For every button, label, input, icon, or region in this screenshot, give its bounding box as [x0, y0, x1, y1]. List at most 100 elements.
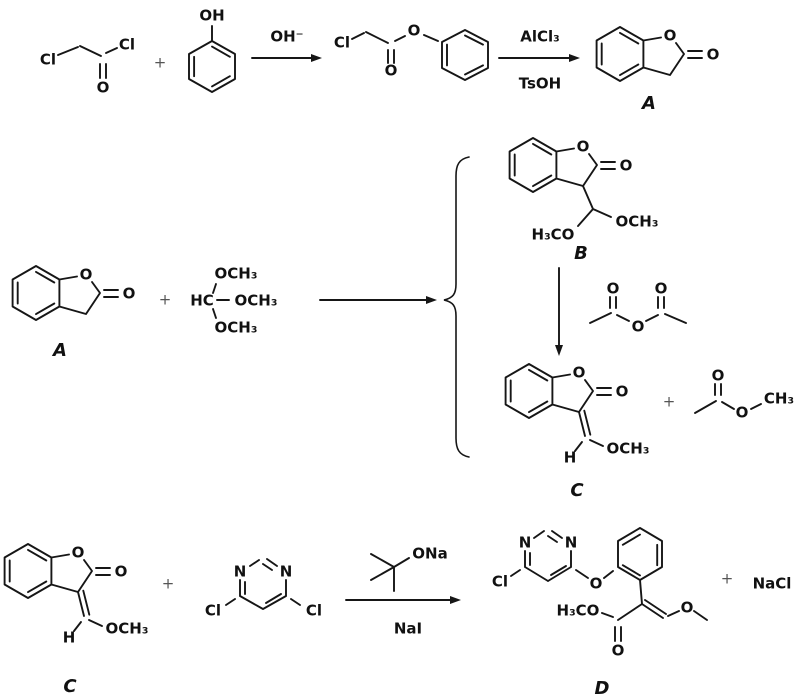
reagent-nai-label: NaI	[394, 620, 422, 638]
ring-o-label: O	[573, 364, 586, 382]
carbonyl-o-label: O	[115, 563, 128, 581]
carbonyl-o-label: O	[616, 383, 629, 401]
plus-sign: +	[154, 54, 167, 72]
cl-label: Cl	[334, 34, 350, 52]
carbonyl-o-label: O	[385, 62, 398, 80]
arrow-head	[450, 596, 461, 604]
och3-label: OCH₃	[616, 213, 659, 231]
carbonyl-o-label: O	[707, 46, 720, 64]
reagent-hydroxide-label: OH⁻	[270, 28, 303, 46]
methyl-acetate-bonds	[694, 383, 762, 414]
benzofuranone-skeleton	[11, 265, 119, 321]
arrow-head	[569, 54, 580, 62]
compound-d-label: D	[595, 678, 610, 699]
nacl-byproduct-label: NaCl	[753, 575, 792, 593]
compound-a-label: A	[51, 340, 67, 361]
arrow-head	[555, 345, 563, 356]
dichloropyrimidine-structure: N N Cl Cl	[205, 558, 322, 620]
reaction-arrow-1: OH⁻	[251, 28, 322, 62]
enol-ether-o-label: O	[681, 599, 694, 617]
cl-label: Cl	[492, 573, 508, 591]
chloroacetyl-chloride-structure: Cl Cl O	[40, 36, 135, 97]
methoxymethylene-skeleton	[73, 589, 103, 632]
cl-left-label: Cl	[205, 602, 221, 620]
cl-top-label: Cl	[119, 36, 135, 54]
acetic-anhydride-structure: O O O	[589, 280, 687, 336]
och3-bottom-label: OCH₃	[215, 319, 258, 337]
och3-top-label: OCH₃	[215, 265, 258, 283]
och3-label: OCH₃	[106, 620, 149, 638]
benzofuranone-skeleton	[504, 363, 612, 419]
plus-sign: +	[159, 291, 172, 309]
vinyl-h-label: H	[63, 629, 76, 647]
arrow-head	[426, 296, 437, 304]
reagent-ona-label: ONa	[412, 545, 447, 563]
hc-label: HC	[190, 292, 214, 310]
compound-d-structure: N N Cl O H₃CO O O D	[492, 527, 708, 699]
carbonyl-o-label: O	[97, 79, 110, 97]
plus-sign: +	[162, 575, 175, 593]
compound-a-structure: O O A	[595, 26, 720, 114]
phenol-structure: OH	[188, 7, 236, 93]
d-phenyl-bonds	[603, 527, 663, 605]
n-left-label: N	[519, 534, 532, 552]
carbonyl-o-label: O	[620, 157, 633, 175]
compound-a-structure-2: O O A	[11, 265, 135, 361]
chloroacetyl-chloride-bonds	[57, 45, 118, 79]
phenol-bonds	[188, 25, 236, 93]
central-o-label: O	[632, 318, 645, 336]
reaction-arrow-long	[319, 296, 437, 304]
carbonyl-o-label: O	[612, 642, 625, 660]
cl-left-label: Cl	[40, 51, 56, 69]
ch3-label: CH₃	[764, 390, 794, 408]
products-brace	[443, 156, 470, 458]
acetic-anhydride-bonds	[589, 296, 687, 324]
och3-label: OCH₃	[607, 440, 650, 458]
arrow-head	[311, 54, 322, 62]
plus-sign: +	[721, 570, 734, 588]
reagent-alcl3-label: AlCl₃	[520, 28, 559, 46]
phenyl-chloroacetate-structure: Cl O O	[334, 22, 489, 81]
ring-o-label: O	[72, 544, 85, 562]
n-left-label: N	[234, 563, 247, 581]
benzofuranone-skeleton	[595, 26, 703, 82]
compound-c-label: C	[570, 480, 584, 501]
compound-a-label: A	[640, 93, 656, 114]
ester-o-label: O	[408, 22, 421, 40]
och3-right-label: OCH₃	[235, 292, 278, 310]
reagent-tsoh-label: TsOH	[519, 75, 561, 93]
vinyl-h-label: H	[564, 449, 577, 467]
carbonyl-o-label: O	[712, 367, 725, 385]
compound-b-structure: O O H₃CO OCH₃ B	[508, 137, 659, 264]
methoxymethylene-skeleton	[574, 409, 604, 452]
phenyl-chloroacetate-bonds	[351, 29, 489, 81]
tert-butoxide-bonds	[370, 553, 410, 592]
n-right-label: N	[565, 534, 578, 552]
compound-b-label: B	[574, 243, 588, 264]
row1-reaction: Cl Cl O + OH OH⁻ Cl O O AlCl₃ TsOH	[40, 7, 719, 115]
compound-c-structure-2: O O H OCH₃ C	[3, 543, 149, 697]
ester-o-label: O	[736, 404, 749, 422]
benzofuranone-skeleton	[508, 137, 616, 193]
trimethyl-orthoformate-structure: OCH₃ HC OCH₃ OCH₃	[190, 265, 277, 337]
d-acrylate-bonds	[601, 599, 708, 642]
ring-o-label: O	[577, 138, 590, 156]
carbonyl-o-left-label: O	[607, 280, 620, 298]
orthoformate-bonds	[212, 283, 230, 319]
acetal-bonds	[577, 185, 612, 227]
carbonyl-o-right-label: O	[655, 280, 668, 298]
ring-o-label: O	[664, 27, 677, 45]
plus-sign: +	[663, 393, 676, 411]
benzofuranone-skeleton	[3, 543, 111, 599]
dichloropyrimidine-bonds	[225, 558, 301, 610]
hydroxyl-label: OH	[199, 7, 224, 25]
n-right-label: N	[280, 563, 293, 581]
row2-reaction: O O A + OCH₃ HC OCH₃ OCH₃ O O H₃CO OCH₃ …	[11, 137, 794, 501]
cl-right-label: Cl	[306, 602, 322, 620]
reaction-arrow-down	[555, 267, 563, 356]
compound-c-structure: O O H OCH₃ C	[504, 363, 650, 501]
ring-o-label: O	[80, 266, 93, 284]
methyl-acetate-structure: O O CH₃	[694, 367, 794, 422]
